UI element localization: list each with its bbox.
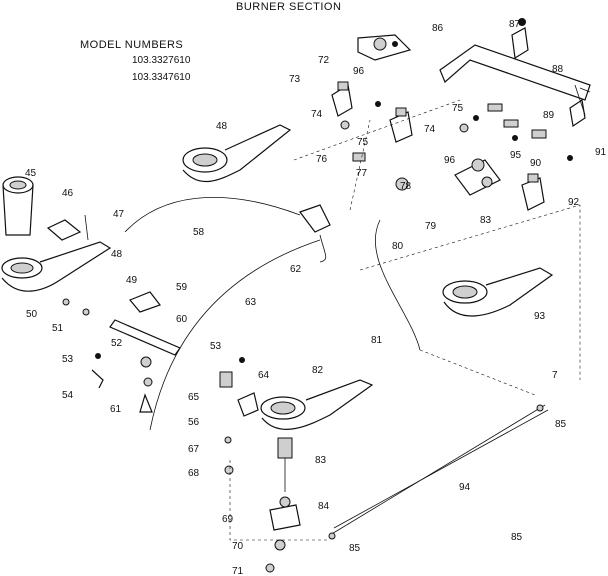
tubing: [124, 196, 549, 536]
label-96-b: 96: [444, 155, 456, 166]
model-number-2: 103.3347610: [132, 72, 191, 83]
label-56: 56: [188, 417, 200, 428]
label-62: 62: [290, 264, 302, 275]
label-67: 67: [188, 444, 200, 455]
label-93: 93: [534, 311, 546, 322]
label-86: 86: [432, 23, 444, 34]
model-numbers-heading: MODEL NUMBERS: [80, 39, 183, 51]
label-70: 70: [232, 541, 244, 552]
burner-45: [2, 176, 34, 236]
label-53-a: 53: [62, 354, 74, 365]
label-54: 54: [62, 390, 74, 401]
label-53-b: 53: [210, 341, 222, 352]
leader-lines: [229, 99, 581, 541]
label-95: 95: [510, 150, 522, 161]
part-labels: 72 86 87 88 73 96 74 75 89 48 75 74 95 9…: [25, 19, 607, 576]
label-74-a: 74: [311, 109, 323, 120]
label-63: 63: [245, 297, 257, 308]
label-49: 49: [126, 275, 138, 286]
label-92: 92: [568, 197, 580, 208]
label-83-a: 83: [480, 215, 492, 226]
label-85-a: 85: [555, 419, 567, 430]
label-69: 69: [222, 514, 234, 525]
label-85-b: 85: [349, 543, 361, 554]
label-46: 46: [62, 188, 74, 199]
label-73: 73: [289, 74, 301, 85]
valve-72: [357, 34, 412, 61]
label-81: 81: [371, 335, 383, 346]
label-7: 7: [552, 370, 558, 381]
label-52: 52: [111, 338, 123, 349]
label-50: 50: [26, 309, 38, 320]
burner-93: [442, 267, 554, 317]
label-74-b: 74: [424, 124, 436, 135]
label-58: 58: [193, 227, 205, 238]
label-84: 84: [318, 501, 330, 512]
label-72: 72: [318, 55, 330, 66]
label-61: 61: [110, 404, 122, 415]
model-number-1: 103.3327610: [132, 55, 191, 66]
label-89: 89: [543, 110, 555, 121]
label-48-b: 48: [111, 249, 123, 260]
label-59: 59: [176, 282, 188, 293]
label-75-b: 75: [357, 137, 369, 148]
label-83-b: 83: [315, 455, 327, 466]
label-87: 87: [509, 19, 521, 30]
left-small-parts: [46, 214, 181, 413]
label-65: 65: [188, 392, 200, 403]
label-90: 90: [530, 158, 542, 169]
diagram-title: BURNER SECTION: [236, 1, 341, 13]
valve-77: [389, 107, 413, 143]
label-88: 88: [552, 64, 564, 75]
valve-83: [454, 158, 501, 196]
label-91: 91: [595, 147, 607, 158]
label-71: 71: [232, 566, 244, 576]
label-76: 76: [316, 154, 328, 165]
label-68: 68: [188, 468, 200, 479]
label-78: 78: [400, 181, 412, 192]
burner-48-upper: [182, 124, 292, 183]
valve-73: [331, 81, 353, 117]
label-51: 51: [52, 323, 64, 334]
label-85-c: 85: [511, 532, 523, 543]
igniter-62: [299, 204, 331, 263]
label-77: 77: [356, 168, 368, 179]
label-96-a: 96: [353, 66, 365, 77]
label-82: 82: [312, 365, 324, 376]
label-80: 80: [392, 241, 404, 252]
label-47: 47: [113, 209, 125, 220]
manifold-pipe: [439, 27, 591, 128]
label-75-a: 75: [452, 103, 464, 114]
label-48-a: 48: [216, 121, 228, 132]
label-60: 60: [176, 314, 188, 325]
burner-48-lower: [1, 241, 112, 292]
center-small-parts: [219, 357, 544, 573]
burner-82: [260, 379, 374, 430]
label-45: 45: [25, 168, 37, 179]
label-79: 79: [425, 221, 437, 232]
label-94: 94: [459, 482, 471, 493]
small-fittings: [340, 18, 573, 191]
label-64: 64: [258, 370, 270, 381]
valve-92: [521, 173, 545, 211]
